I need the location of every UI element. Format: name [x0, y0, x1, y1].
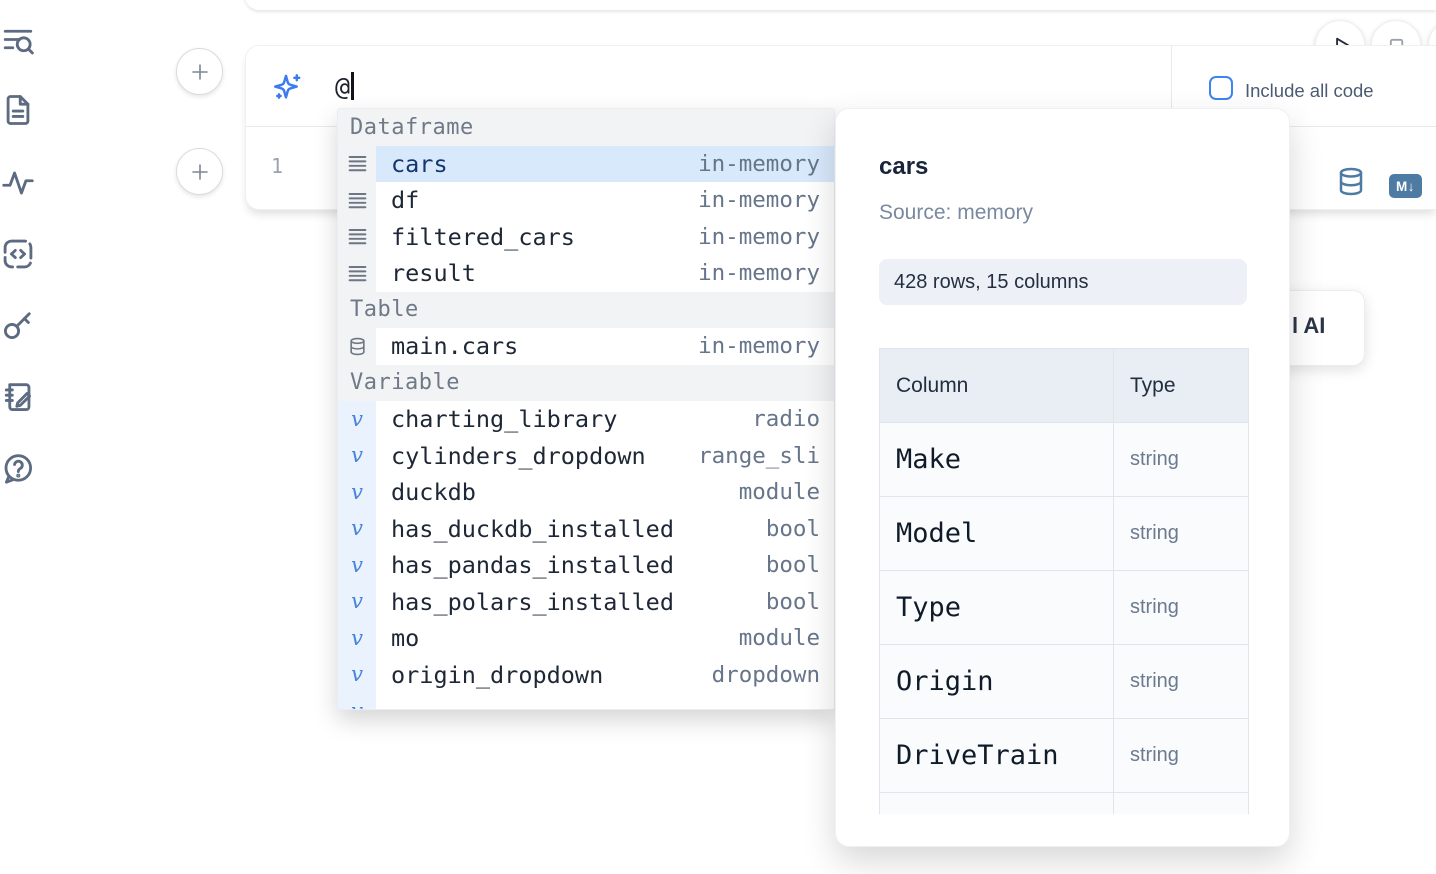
table-row: Make string	[879, 423, 1249, 497]
include-all-code-checkbox[interactable]	[1209, 76, 1233, 100]
table-row: Type string	[879, 571, 1249, 645]
table-row: Model string	[879, 497, 1249, 571]
variable-v-icon: v	[338, 620, 376, 657]
completion-section-dataframe: Dataframe	[338, 109, 834, 146]
document-icon[interactable]	[0, 92, 36, 128]
help-chat-icon[interactable]	[0, 451, 36, 487]
outline-search-icon[interactable]	[0, 23, 36, 59]
completion-section-table: Table	[338, 291, 834, 328]
add-cell-above-button[interactable]	[176, 48, 223, 95]
table-row: Origin string	[879, 645, 1249, 719]
markdown-icon[interactable]: M↓	[1389, 174, 1422, 198]
variable-v-icon: v	[338, 547, 376, 584]
schema-header-type: Type	[1130, 373, 1176, 397]
table-row: DriveTrain string	[879, 719, 1249, 793]
dataframe-rows-icon	[338, 182, 376, 219]
previous-cell-bottom-edge	[245, 0, 1436, 10]
preview-title: cars	[879, 153, 929, 180]
preview-source: Source: memory	[879, 201, 1034, 224]
schema-header-row: Column Type	[879, 348, 1249, 423]
code-line-number: 1	[271, 154, 284, 178]
variable-v-icon: v	[338, 401, 376, 438]
add-cell-below-button[interactable]	[176, 148, 223, 195]
database-icon	[338, 328, 376, 365]
schema-table: Column Type Make string Model string Typ…	[879, 348, 1249, 814]
text-caret	[351, 72, 354, 100]
dataframe-rows-icon	[338, 218, 376, 255]
sparkles-icon	[272, 72, 303, 103]
database-icon[interactable]	[1336, 165, 1366, 198]
dataframe-preview-popup: cars Source: memory 428 rows, 15 columns…	[835, 108, 1290, 847]
table-row-clipped	[879, 793, 1249, 814]
shape-badge: 428 rows, 15 columns	[879, 259, 1247, 305]
variable-v-icon: v	[338, 437, 376, 474]
snippets-icon[interactable]	[0, 236, 36, 272]
variable-v-icon: v	[338, 583, 376, 620]
activity-icon[interactable]	[0, 165, 36, 201]
schema-header-column: Column	[880, 349, 1114, 422]
include-all-code-label: Include all code	[1245, 80, 1374, 101]
variable-v-icon: v	[338, 474, 376, 511]
completion-section-variable: Variable	[338, 364, 834, 401]
dataframe-rows-icon	[338, 145, 376, 182]
divider	[1171, 46, 1172, 126]
completion-item-clipped[interactable]: v	[338, 693, 834, 709]
ai-prompt-input[interactable]: @	[335, 46, 354, 126]
variable-v-icon: v	[338, 656, 376, 693]
variable-v-icon: v	[338, 693, 376, 709]
scratchpad-icon[interactable]	[0, 379, 36, 415]
key-icon[interactable]	[0, 307, 36, 343]
dataframe-rows-icon	[338, 255, 376, 292]
variable-v-icon: v	[338, 510, 376, 547]
